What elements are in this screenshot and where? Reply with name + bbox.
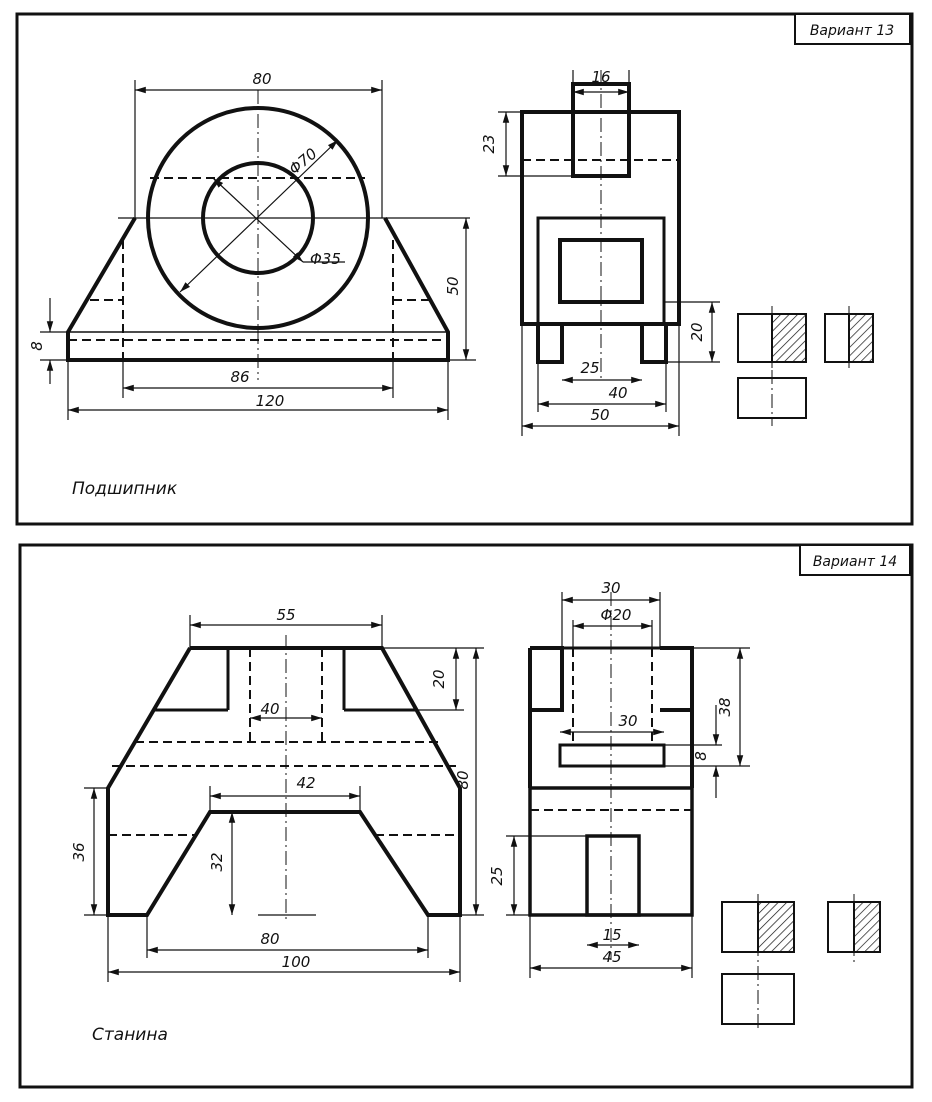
dim-total-height-14: 80 bbox=[454, 770, 472, 789]
dim-left-height-14: 36 bbox=[70, 842, 88, 861]
part-name-13: Подшипник bbox=[72, 479, 178, 499]
dim-side-bore-dia-14: Φ20 bbox=[601, 606, 632, 624]
dim-side-top-width-13: 16 bbox=[591, 68, 610, 86]
dim-side-slot-height-13: 20 bbox=[688, 322, 706, 341]
dim-side-total-width-13: 50 bbox=[590, 406, 609, 424]
variant-label-13: Вариант 13 bbox=[810, 23, 894, 39]
variant-box-13 bbox=[794, 13, 911, 45]
dim-bore-width-14: 40 bbox=[260, 700, 279, 718]
frame-outline bbox=[106, 646, 462, 917]
dim-side-top-height-13: 23 bbox=[480, 134, 498, 153]
section-symbols-13 bbox=[737, 306, 874, 426]
side-view-13: 16 23 20 25 40 50 bbox=[480, 68, 720, 436]
dim-side-top-width-14: 30 bbox=[601, 579, 620, 597]
dim-inner-dia-13: Φ35 bbox=[310, 250, 341, 268]
dim-arch-height-14: 32 bbox=[208, 852, 226, 871]
front-view-14: 55 20 80 40 42 36 32 bbox=[70, 606, 484, 982]
variant-box-14 bbox=[799, 544, 911, 576]
panel-variant-14: Вариант 14 55 20 bbox=[18, 543, 914, 1089]
dim-side-lower-height-14: 25 bbox=[488, 866, 506, 885]
variant-label-14: Вариант 14 bbox=[813, 554, 897, 570]
side-foot-left bbox=[536, 322, 564, 364]
dim-total-width-13: 120 bbox=[256, 392, 285, 410]
dim-side-total-width-14: 45 bbox=[602, 948, 621, 966]
dim-base-thickness-13: 8 bbox=[28, 341, 46, 351]
dim-side-mid-width-13: 40 bbox=[608, 384, 627, 402]
dim-top-width-13: 80 bbox=[252, 70, 271, 88]
panel-frame-13 bbox=[15, 12, 914, 526]
dim-side-slot-width-13: 25 bbox=[580, 359, 599, 377]
side-view-14: 30 Φ20 30 38 8 25 15 bbox=[488, 579, 750, 978]
dim-side-slot-width-14: 15 bbox=[602, 926, 621, 944]
dim-side-inner-width-14: 30 bbox=[618, 712, 637, 730]
side-flange-14 bbox=[558, 743, 666, 768]
dim-side-flange-14: 8 bbox=[692, 751, 710, 761]
dim-top-width-14: 55 bbox=[276, 606, 295, 624]
section-symbols-14 bbox=[721, 894, 881, 1032]
panel-variant-13: Вариант 13 Φ70 Φ35 bbox=[15, 12, 914, 526]
side-foot-right bbox=[640, 322, 668, 364]
dim-side-upper-height-14: 38 bbox=[716, 697, 734, 716]
side-slot-14 bbox=[585, 834, 641, 917]
dim-top-step-14: 20 bbox=[430, 669, 448, 688]
dim-inner-width-13: 86 bbox=[230, 368, 249, 386]
dim-arch-top-width-14: 42 bbox=[296, 774, 315, 792]
front-view-13: Φ70 Φ35 80 50 8 86 120 bbox=[28, 70, 476, 420]
part-name-14: Станина bbox=[92, 1025, 168, 1045]
panel-frame-14 bbox=[18, 543, 914, 1089]
dim-total-width-14: 100 bbox=[282, 953, 311, 971]
dim-height-13: 50 bbox=[444, 276, 462, 295]
dim-arch-bottom-width-14: 80 bbox=[260, 930, 279, 948]
